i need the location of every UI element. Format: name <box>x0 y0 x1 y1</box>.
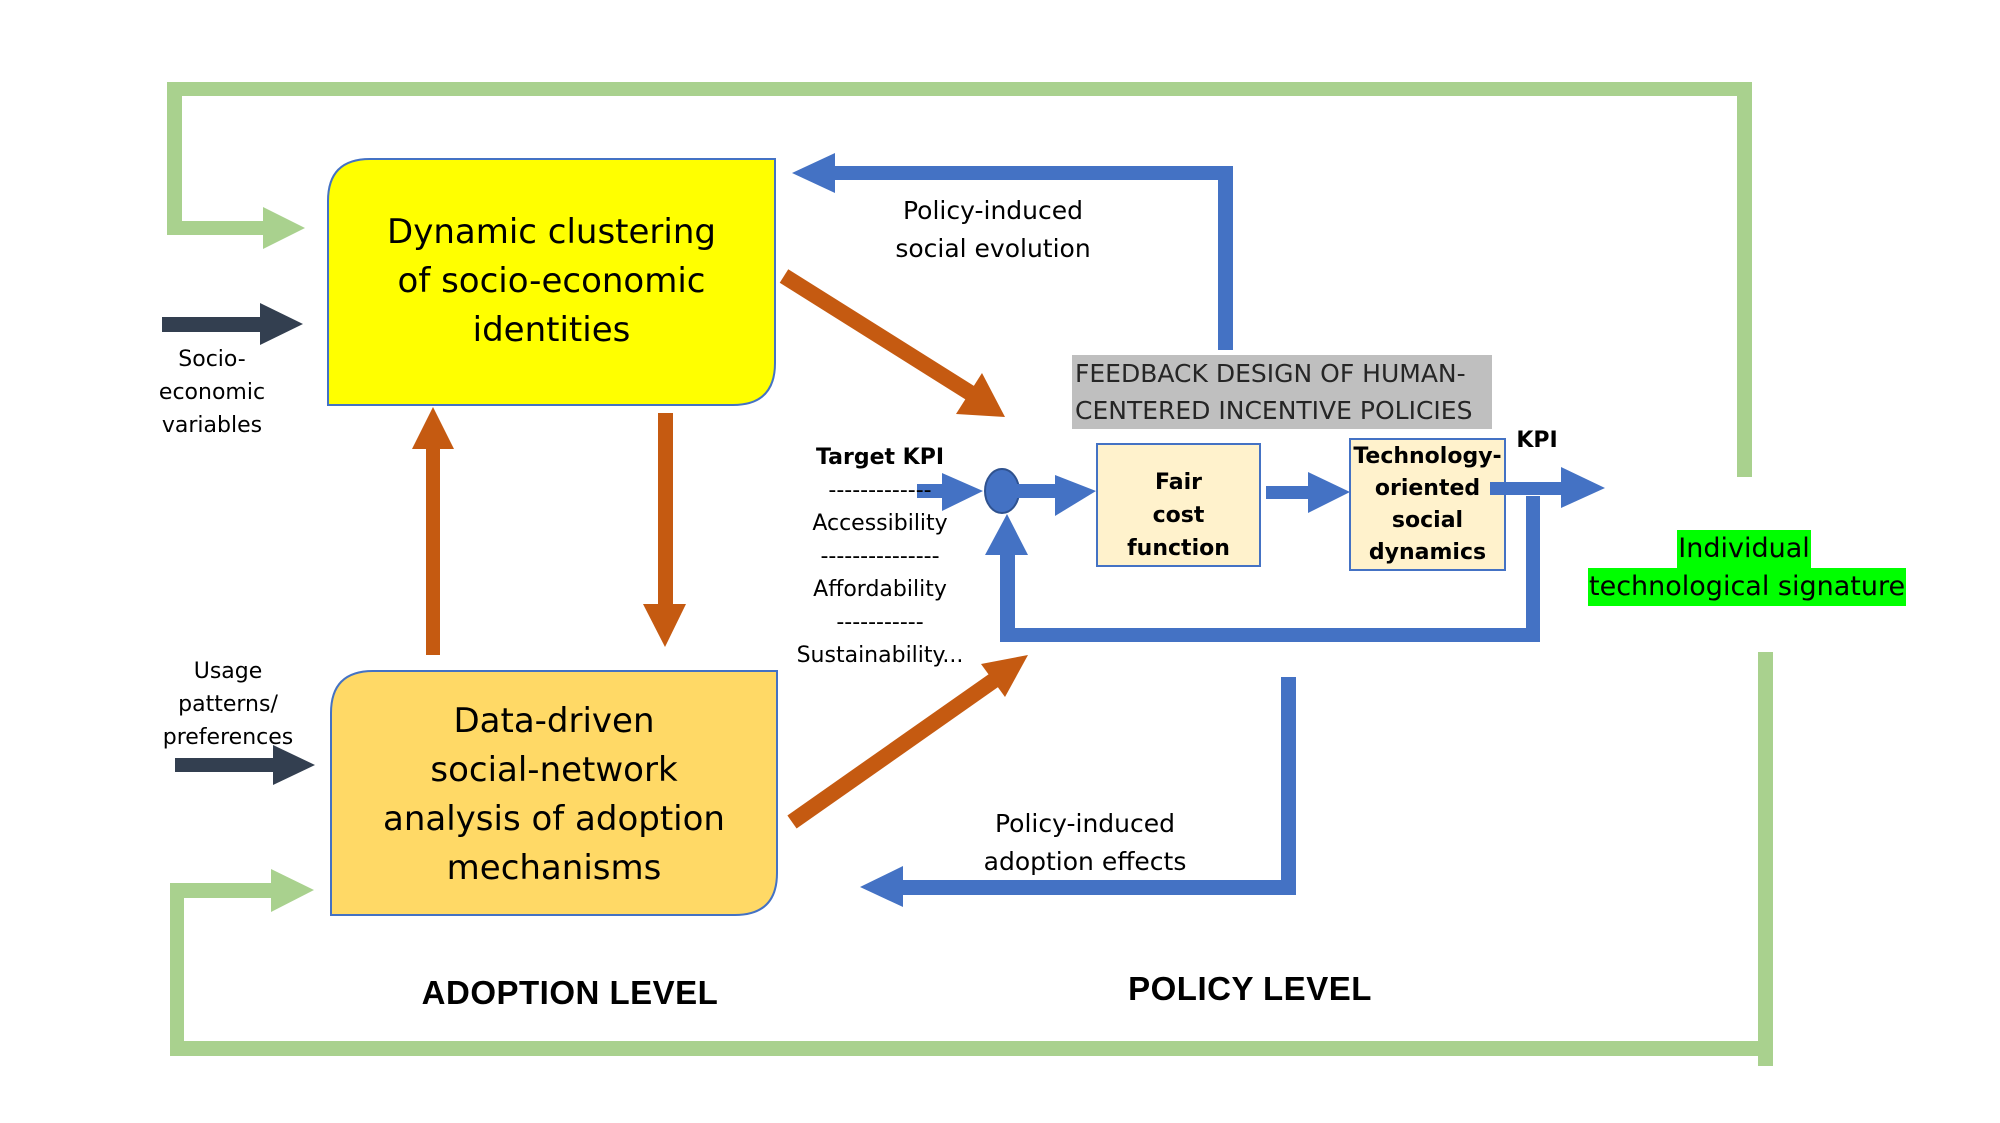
social-evolution-label: Policy-induced social evolution <box>873 192 1113 268</box>
kpi-sustainability: Sustainability... <box>796 643 964 668</box>
clustering-line-3: identities <box>472 310 631 350</box>
tech-line-3: social <box>1391 508 1464 533</box>
kpi-output-label: KPI <box>1516 428 1558 453</box>
tech-line-4: dynamics <box>1368 540 1487 565</box>
social-evolution-line-2: social evolution <box>895 234 1091 263</box>
kpi-separator: --------------- <box>820 544 940 569</box>
cost-to-dynamics-arrow <box>1266 472 1350 513</box>
socio-line-1: Socio- <box>178 347 246 372</box>
target-kpi-list: Target KPI ------------- Accessibility -… <box>790 441 970 672</box>
adoption-effects-arrow <box>860 677 1296 907</box>
usage-patterns-input-arrow <box>175 745 315 785</box>
network-line-3: analysis of adoption <box>383 799 725 839</box>
social-evolution-arrow <box>792 153 1233 350</box>
clustering-to-network-arrow <box>643 413 686 647</box>
target-kpi-title: Target KPI <box>815 445 945 470</box>
top-green-feedback-arrow <box>167 82 1752 477</box>
adoption-effects-line-2: adoption effects <box>983 847 1187 876</box>
summing-junction[interactable] <box>984 468 1020 514</box>
junction-to-cost-arrow <box>1017 475 1096 516</box>
clustering-to-policy-arrow <box>779 269 1005 417</box>
tech-line-2: oriented <box>1374 476 1481 501</box>
clustering-line-1: Dynamic clustering <box>387 212 716 252</box>
network-line-4: mechanisms <box>446 848 662 888</box>
technology-dynamics-label: Technology- oriented social dynamics <box>1350 441 1505 569</box>
feedback-title-line-1: FEEDBACK DESIGN OF HUMAN- <box>1075 359 1466 388</box>
fair-cost-line-3: function <box>1127 536 1230 561</box>
clustering-line-2: of socio-economic <box>397 261 706 301</box>
bottom-green-feedback-arrow <box>170 652 1773 1066</box>
feedback-design-title: FEEDBACK DESIGN OF HUMAN- CENTERED INCEN… <box>1072 355 1492 429</box>
kpi-separator: ----------- <box>836 610 924 635</box>
network-box-label: Data-driven social-network analysis of a… <box>331 697 777 893</box>
socio-line-2: economic <box>158 380 266 405</box>
network-line-2: social-network <box>430 750 678 790</box>
fair-cost-line-2: cost <box>1152 503 1205 528</box>
kpi-output-arrow <box>1490 467 1605 508</box>
socio-economic-variables-label: Socio- economic variables <box>142 343 282 442</box>
usage-line-3: preferences <box>162 725 294 750</box>
network-to-policy-arrow <box>787 655 1028 829</box>
signature-line-2: technological signature <box>1588 568 1907 606</box>
tech-line-1: Technology- <box>1353 444 1502 469</box>
policy-level-title: POLICY LEVEL <box>1128 970 1372 1007</box>
fair-cost-function-box[interactable] <box>1096 443 1261 567</box>
adoption-effects-label: Policy-induced adoption effects <box>965 805 1205 881</box>
kpi-accessibility: Accessibility <box>812 511 948 536</box>
clustering-box[interactable] <box>327 158 776 406</box>
social-evolution-line-1: Policy-induced <box>903 196 1083 225</box>
socio-line-3: variables <box>161 413 263 438</box>
kpi-separator: ------------- <box>828 478 932 503</box>
usage-patterns-label: Usage patterns/ preferences <box>148 655 308 754</box>
kpi-feedback-loop-arrow <box>985 496 1540 642</box>
clustering-box-label: Dynamic clustering of socio-economic ide… <box>328 208 775 355</box>
target-kpi-input-arrow <box>917 473 983 511</box>
fair-cost-line-1: Fair <box>1155 470 1202 495</box>
feedback-title-line-2: CENTERED INCENTIVE POLICIES <box>1075 396 1473 425</box>
usage-line-1: Usage <box>193 659 263 684</box>
network-line-1: Data-driven <box>453 701 655 741</box>
usage-line-2: patterns/ <box>178 692 278 717</box>
signature-line-1: Individual <box>1677 530 1811 568</box>
network-to-clustering-arrow <box>412 407 454 655</box>
socio-economic-input-arrow <box>162 303 303 345</box>
individual-technological-signature: Individual technological signature <box>1588 530 1907 606</box>
fair-cost-function-label: Fair cost function <box>1097 466 1260 565</box>
network-box[interactable] <box>330 670 778 916</box>
kpi-affordability: Affordability <box>813 577 947 602</box>
technology-dynamics-box[interactable] <box>1349 438 1506 571</box>
adoption-level-title: ADOPTION LEVEL <box>421 974 719 1011</box>
adoption-effects-line-1: Policy-induced <box>995 809 1175 838</box>
